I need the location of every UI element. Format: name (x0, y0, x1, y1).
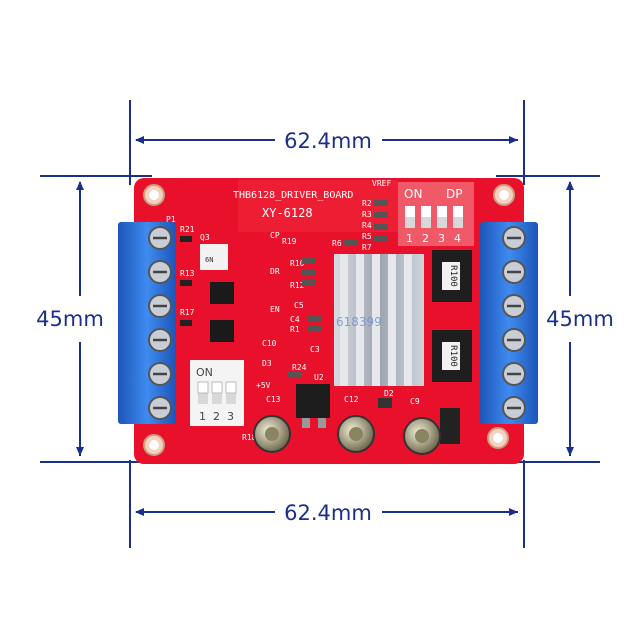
board-title: THB6128_DRIVER_BOARD (233, 190, 353, 201)
svg-text:C5: C5 (294, 301, 304, 310)
svg-text:3: 3 (227, 410, 234, 423)
smd-components: 6N (180, 200, 460, 444)
svg-text:R21: R21 (180, 225, 195, 234)
svg-text:VREF: VREF (372, 179, 391, 188)
svg-text:CP: CP (270, 231, 280, 240)
svg-text:R5: R5 (362, 232, 372, 241)
capacitors (253, 415, 441, 455)
dim-bottom-label: 62.4mm (284, 501, 372, 525)
mounting-holes (143, 184, 515, 456)
svg-text:R3: R3 (362, 210, 372, 219)
svg-text:D2: D2 (384, 389, 394, 398)
svg-text:R7: R7 (362, 243, 372, 252)
svg-text:4: 4 (454, 232, 461, 245)
svg-text:U2: U2 (314, 373, 324, 382)
svg-text:P1: P1 (166, 215, 176, 224)
svg-text:DR: DR (270, 267, 280, 276)
svg-text:R18: R18 (242, 433, 257, 442)
svg-text:D3: D3 (262, 359, 272, 368)
board-model: XY-6128 (262, 206, 313, 220)
heatsink (334, 254, 424, 386)
svg-text:ON: ON (404, 187, 422, 201)
svg-text:C12: C12 (344, 395, 359, 404)
dim-right-label: 45mm (546, 307, 614, 331)
svg-text:3: 3 (438, 232, 445, 245)
dim-left-label: 45mm (36, 307, 104, 331)
pcb-board: THB6128_DRIVER_BOARD XY-6128 P1 R21 Q3 R… (134, 178, 524, 464)
silkscreen-labels: P1 R21 Q3 R13 R17 VREF R2 R3 R4 R5 R6 R7… (166, 179, 420, 442)
svg-text:R100: R100 (448, 345, 458, 367)
svg-text:EN: EN (270, 305, 280, 314)
svg-text:6N: 6N (205, 256, 213, 264)
svg-text:C13: C13 (266, 395, 281, 404)
svg-text:R100: R100 (448, 265, 458, 287)
svg-text:R17: R17 (180, 308, 195, 317)
svg-text:2: 2 (422, 232, 429, 245)
svg-text:DP: DP (446, 187, 462, 201)
svg-text:R19: R19 (282, 237, 297, 246)
svg-text:R6: R6 (332, 239, 342, 248)
svg-text:R24: R24 (292, 363, 307, 372)
svg-text:R12: R12 (290, 281, 305, 290)
svg-text:C10: C10 (262, 339, 277, 348)
svg-text:+5V: +5V (256, 381, 271, 390)
svg-text:R4: R4 (362, 221, 372, 230)
svg-text:R10: R10 (290, 259, 305, 268)
svg-text:ON: ON (196, 366, 213, 379)
svg-text:1: 1 (199, 410, 206, 423)
dip-switch-left: ON 1 2 3 (190, 360, 244, 426)
dip-switch-right: ON DP 1 2 3 4 (398, 182, 474, 246)
svg-text:R1: R1 (290, 325, 300, 334)
watermark: 618399 (336, 315, 382, 329)
svg-text:R2: R2 (362, 199, 372, 208)
svg-text:Q3: Q3 (200, 233, 210, 242)
sense-resistors: R100 R100 (432, 250, 472, 382)
svg-text:C9: C9 (410, 397, 420, 406)
svg-text:C3: C3 (310, 345, 320, 354)
svg-text:1: 1 (406, 232, 413, 245)
terminal-block-left (118, 222, 176, 424)
dim-top-label: 62.4mm (284, 129, 372, 153)
dimension-lines (40, 100, 600, 548)
svg-text:2: 2 (213, 410, 220, 423)
terminal-block-right (480, 222, 538, 424)
svg-text:C4: C4 (290, 315, 300, 324)
svg-text:R13: R13 (180, 269, 195, 278)
